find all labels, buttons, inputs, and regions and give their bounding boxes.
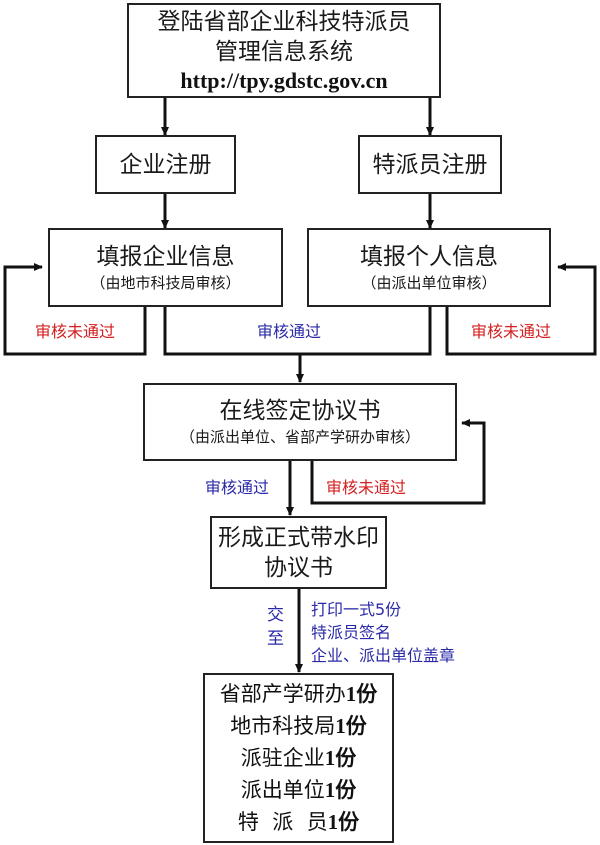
distribution-item: 派出单位1份 xyxy=(240,778,357,802)
fill-personal-info-box: 填报个人信息 （由派出单位审核） xyxy=(307,228,551,307)
envoy-register-label: 特派员注册 xyxy=(372,151,488,178)
envoy-register-box: 特派员注册 xyxy=(358,135,502,194)
distribution-box: 省部产学研办1份 地市科技局1份 派驻企业1份 派出单位1份 特 派 员1份 xyxy=(203,673,394,843)
loop-fail-right xyxy=(445,263,597,356)
login-system-box: 登陆省部企业科技特派员 管理信息系统 http://tpy.gdstc.gov.… xyxy=(127,3,441,98)
fill-personal-title: 填报个人信息 xyxy=(360,243,498,270)
login-title-line2: 管理信息系统 xyxy=(215,38,353,65)
distribution-item: 地市科技局1份 xyxy=(230,714,367,738)
distribution-item: 派驻企业1份 xyxy=(240,746,357,770)
formal-agreement-line1: 形成正式带水印 xyxy=(218,524,379,551)
fill-personal-note: （由派出单位审核） xyxy=(361,273,497,292)
fail-label-left: 审核未通过 xyxy=(35,322,116,341)
loop-fail-sign xyxy=(310,419,486,505)
sign-agreement-note: （由派出单位、省部产学研办审核） xyxy=(179,428,420,446)
fill-enterprise-info-box: 填报企业信息 （由地市科技局审核） xyxy=(48,228,283,307)
formal-agreement-line2: 协议书 xyxy=(264,554,333,581)
fail-label-right: 审核未通过 xyxy=(471,322,552,341)
instruction-print: 打印一式5份 xyxy=(311,600,402,619)
formal-agreement-box: 形成正式带水印 协议书 xyxy=(210,516,387,589)
pass-merge-line xyxy=(163,306,432,356)
instruction-sign: 特派员签名 xyxy=(311,623,392,642)
distribution-item: 特 派 员1份 xyxy=(237,810,360,834)
submit-to-label: 交 至 xyxy=(267,603,284,651)
fill-enterprise-note: （由地市科技局审核） xyxy=(90,273,241,292)
loop-fail-left xyxy=(3,263,147,356)
pass-label-sign: 审核通过 xyxy=(205,478,270,497)
sign-agreement-title: 在线签定协议书 xyxy=(219,398,381,424)
fill-enterprise-title: 填报企业信息 xyxy=(96,243,235,270)
pass-label-middle: 审核通过 xyxy=(257,322,322,341)
distribution-item: 省部产学研办1份 xyxy=(219,682,378,706)
print-instructions: 打印一式5份 特派员签名 企业、派出单位盖章 xyxy=(311,598,455,667)
instruction-seal: 企业、派出单位盖章 xyxy=(311,646,456,665)
login-title-line1: 登陆省部企业科技特派员 xyxy=(157,8,411,35)
online-sign-agreement-box: 在线签定协议书 （由派出单位、省部产学研办审核） xyxy=(143,383,457,461)
submit-to-char-1: 交 xyxy=(267,605,284,625)
system-url[interactable]: http://tpy.gdstc.gov.cn xyxy=(180,67,388,93)
submit-to-char-2: 至 xyxy=(267,629,284,649)
fail-label-sign: 审核未通过 xyxy=(326,478,407,497)
enterprise-register-box: 企业注册 xyxy=(95,135,236,194)
enterprise-register-label: 企业注册 xyxy=(119,151,212,178)
